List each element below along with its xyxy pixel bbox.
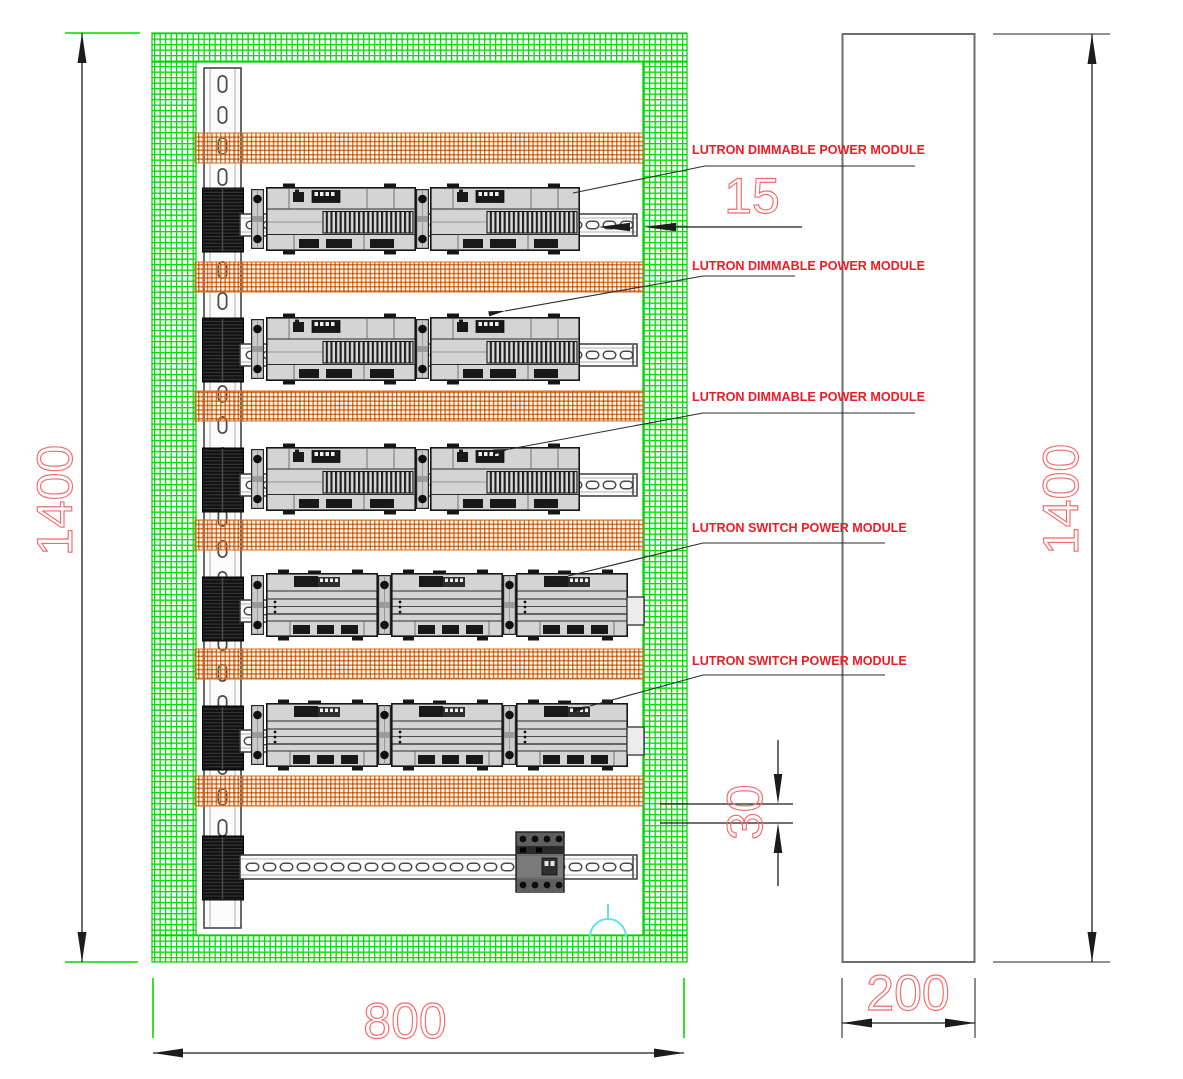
end-clamp	[251, 704, 264, 766]
frame-left	[151, 61, 197, 936]
frame-right	[642, 61, 688, 936]
dimmable-power-module	[265, 182, 417, 256]
wiring-duct	[194, 519, 644, 551]
end-clamp	[503, 704, 517, 766]
terminal-block	[202, 447, 244, 513]
module-row-2	[239, 312, 638, 386]
dim-arrow	[1087, 34, 1097, 64]
dim-value: 1400	[1033, 444, 1089, 555]
wiring-duct	[194, 648, 644, 680]
module-row-4	[239, 568, 645, 642]
circuit-breaker	[515, 831, 565, 893]
dim-arrow	[773, 823, 783, 853]
dim-arrow	[598, 222, 630, 232]
dim-arrow	[77, 932, 87, 962]
module-row-1	[239, 182, 638, 256]
wiring-duct	[194, 132, 644, 164]
leader-line	[551, 542, 885, 583]
dim-arrow	[654, 1048, 684, 1058]
end-clamp	[251, 319, 264, 379]
dim-value: 15	[724, 168, 780, 224]
dimmable-power-module	[265, 442, 417, 516]
dim-rail-gap: 15	[598, 167, 802, 232]
end-clamp	[416, 189, 429, 249]
switch-power-module	[390, 568, 504, 642]
module-label: LUTRON DIMMABLE POWER MODULE	[692, 390, 925, 404]
switch-power-module	[265, 698, 379, 772]
side-panel-outline	[841, 33, 976, 963]
dim-duct-gap: 30	[660, 740, 793, 886]
wiring-duct	[194, 390, 644, 422]
terminal-block	[202, 317, 244, 383]
dim-height-right: 1400	[993, 33, 1110, 963]
leader-line	[488, 275, 795, 317]
end-clamp	[416, 449, 429, 509]
frame-bottom	[151, 934, 688, 963]
terminal-block	[202, 187, 244, 253]
dim-arrow	[1087, 932, 1097, 962]
switch-power-module	[515, 568, 629, 642]
leader-line	[573, 674, 885, 713]
module-label: LUTRON DIMMABLE POWER MODULE	[692, 143, 925, 157]
end-clamp	[416, 319, 429, 379]
dim-arrow	[153, 1048, 183, 1058]
terminal-block	[202, 835, 244, 901]
dimmable-power-module	[429, 312, 581, 386]
end-clamp	[251, 574, 264, 636]
wiring-duct	[194, 261, 644, 293]
enclosure-frame	[151, 32, 688, 963]
dim-arrow	[644, 222, 676, 232]
dim-width: 800	[152, 978, 685, 1058]
rail-end-bracket	[626, 596, 645, 626]
wiring-duct	[194, 775, 644, 807]
module-label: LUTRON SWITCH POWER MODULE	[692, 521, 907, 535]
terminal-block	[202, 576, 244, 642]
dim-value: 800	[363, 993, 446, 1049]
end-clamp	[251, 189, 264, 249]
dim-arrow	[773, 774, 783, 804]
module-label: LUTRON SWITCH POWER MODULE	[692, 654, 907, 668]
din-rail	[239, 854, 638, 880]
end-clamp	[251, 449, 264, 509]
module-row-5	[239, 698, 645, 772]
cable-entry-symbol	[589, 904, 627, 938]
switch-power-module	[265, 568, 379, 642]
leader-line	[493, 412, 915, 455]
end-clamp	[503, 574, 517, 636]
dimmable-power-module	[265, 312, 417, 386]
annotations: LUTRON DIMMABLE POWER MODULE LUTRON DIMM…	[488, 143, 925, 713]
end-clamp	[378, 704, 391, 766]
terminal-block	[202, 705, 244, 771]
switch-power-module	[390, 698, 504, 772]
dim-arrow	[945, 1018, 975, 1028]
dim-side-width: 200	[841, 964, 976, 1038]
dim-height-left: 1400	[26, 32, 140, 963]
module-row-3	[239, 442, 638, 516]
dim-value: 200	[866, 965, 949, 1021]
dim-arrow	[842, 1018, 872, 1028]
dimmable-power-module	[429, 442, 581, 516]
switch-power-module	[515, 698, 629, 772]
frame-top	[151, 32, 688, 63]
leader-line	[572, 165, 915, 194]
dim-value: 30	[717, 784, 773, 840]
module-label: LUTRON DIMMABLE POWER MODULE	[692, 259, 925, 273]
dimmable-power-module	[429, 182, 581, 256]
dim-value: 1400	[27, 445, 83, 556]
wiring-ducts	[194, 132, 644, 807]
dim-arrow	[77, 33, 87, 63]
rail-end-bracket	[626, 726, 645, 756]
module-row-6	[239, 831, 638, 893]
end-clamp	[378, 574, 391, 636]
